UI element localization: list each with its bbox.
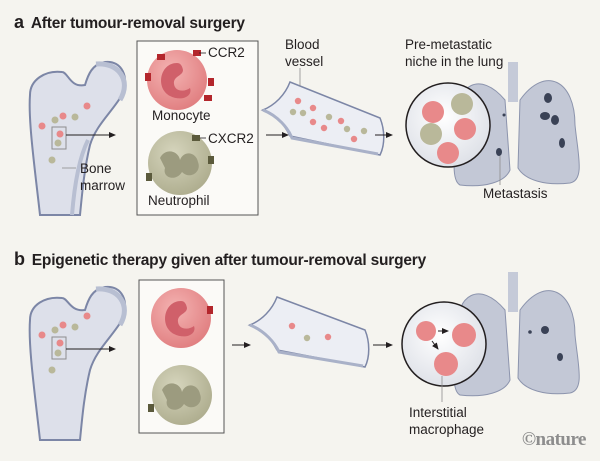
- panel-b-title: b Epigenetic therapy given after tumour-r…: [14, 249, 426, 270]
- nature-credit-logo: ©nature: [521, 429, 587, 450]
- label-blood-vessel: Blood vessel: [285, 37, 324, 69]
- panel-a-heading: After tumour-removal surgery: [30, 15, 245, 32]
- panel-b-letter: b: [14, 249, 25, 269]
- label-cxcr2: CXCR2: [208, 131, 254, 146]
- panel-a-bone: [28, 60, 127, 216]
- niche-lens-b: [401, 301, 487, 387]
- blood-vessel-a: [260, 81, 385, 156]
- panel-a-letter: a: [14, 12, 24, 32]
- neutrophil-b: [148, 365, 212, 425]
- panel-a-title: a After tumour-removal surgery: [14, 12, 245, 33]
- label-metastasis: Metastasis: [483, 186, 548, 201]
- label-neutrophil: Neutrophil: [148, 193, 210, 208]
- neutrophil-a: [146, 131, 214, 195]
- label-monocyte: Monocyte: [152, 108, 211, 123]
- label-bone-marrow: Bone marrow: [80, 161, 126, 193]
- monocyte-a: [145, 50, 214, 110]
- label-ccr2: CCR2: [208, 45, 245, 60]
- bone-cells-a: [38, 102, 91, 164]
- blood-vessel-b: [247, 296, 370, 368]
- panel-b-bone: [28, 285, 127, 441]
- panel-b-heading: Epigenetic therapy given after tumour-re…: [31, 252, 427, 269]
- label-interstitial-macrophage: Interstitial macrophage: [409, 405, 485, 437]
- monocyte-b: [151, 288, 213, 348]
- label-pre-metastatic-niche: Pre-metastatic niche in the lung: [405, 37, 504, 69]
- niche-lens-a: [405, 82, 491, 168]
